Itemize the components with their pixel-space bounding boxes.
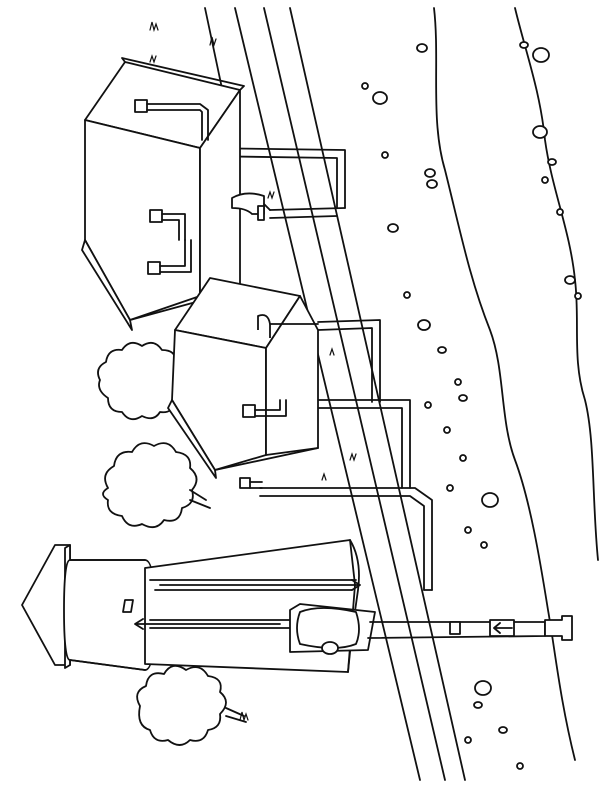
outdoor-tap [232,193,270,220]
pump [290,604,572,654]
road-lines [205,8,465,780]
house-large [82,58,244,330]
pebbles [362,42,581,769]
pipe-network [196,148,432,590]
tree-middle [103,443,210,527]
tree-bottom [137,666,246,745]
house-small [168,278,318,488]
